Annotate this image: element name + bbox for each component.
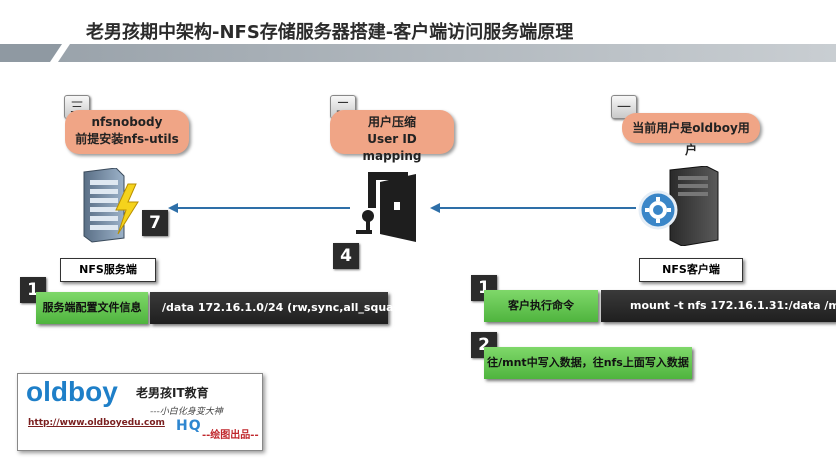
middle-bubble-line2: User ID mapping bbox=[362, 132, 422, 163]
client-server-icon bbox=[638, 166, 719, 246]
oldboy-cn-name: 老男孩IT教育 bbox=[136, 386, 209, 400]
server-bubble-line1: nfsnobody bbox=[91, 115, 163, 129]
server-rack-icon bbox=[83, 168, 139, 243]
oldboy-brand: oldboy bbox=[26, 376, 118, 407]
page-title: 老男孩期中架构-NFS存储服务器搭建-客户端访问服务端原理 bbox=[86, 22, 574, 43]
server-step-7-badge: 7 bbox=[142, 210, 168, 236]
client-write-data-label: 往/mnt中写入数据，往nfs上面写入数据 bbox=[484, 347, 692, 379]
server-bubble: nfsnobody 前提安装nfs-utils bbox=[65, 110, 189, 154]
oldboy-logo-card: oldboy 老男孩IT教育 ---小白化身变大神 http://www.old… bbox=[17, 373, 263, 451]
client-command-label: 客户执行命令 bbox=[484, 290, 598, 322]
middle-bubble: 用户压缩 User ID mapping bbox=[330, 110, 454, 163]
hq-logo: HQ bbox=[176, 418, 202, 434]
client-bubble: 当前用户是oldboy用户 bbox=[622, 113, 760, 157]
nfs-server-label: NFS服务端 bbox=[60, 258, 156, 282]
middle-bubble-line1: 用户压缩 bbox=[367, 115, 416, 129]
title-band bbox=[0, 44, 836, 62]
door-step-4-badge: 4 bbox=[333, 243, 359, 269]
server-bubble-line2: 前提安装nfs-utils bbox=[75, 132, 179, 146]
door-exit-icon bbox=[356, 172, 416, 242]
oldboy-url[interactable]: http://www.oldboyedu.com bbox=[28, 418, 165, 428]
server-config-label: 服务端配置文件信息 bbox=[36, 292, 148, 324]
nfs-client-label: NFS客户端 bbox=[639, 258, 743, 282]
server-config-value: /data 172.16.1.0/24 (rw,sync,all_squash) bbox=[150, 292, 413, 324]
oldboy-slogan: ---小白化身变大神 bbox=[150, 407, 223, 417]
client-mount-command: mount -t nfs 172.16.1.31:/data /mnt bbox=[601, 290, 836, 322]
drawing-credit: --绘图出品-- bbox=[202, 430, 259, 441]
